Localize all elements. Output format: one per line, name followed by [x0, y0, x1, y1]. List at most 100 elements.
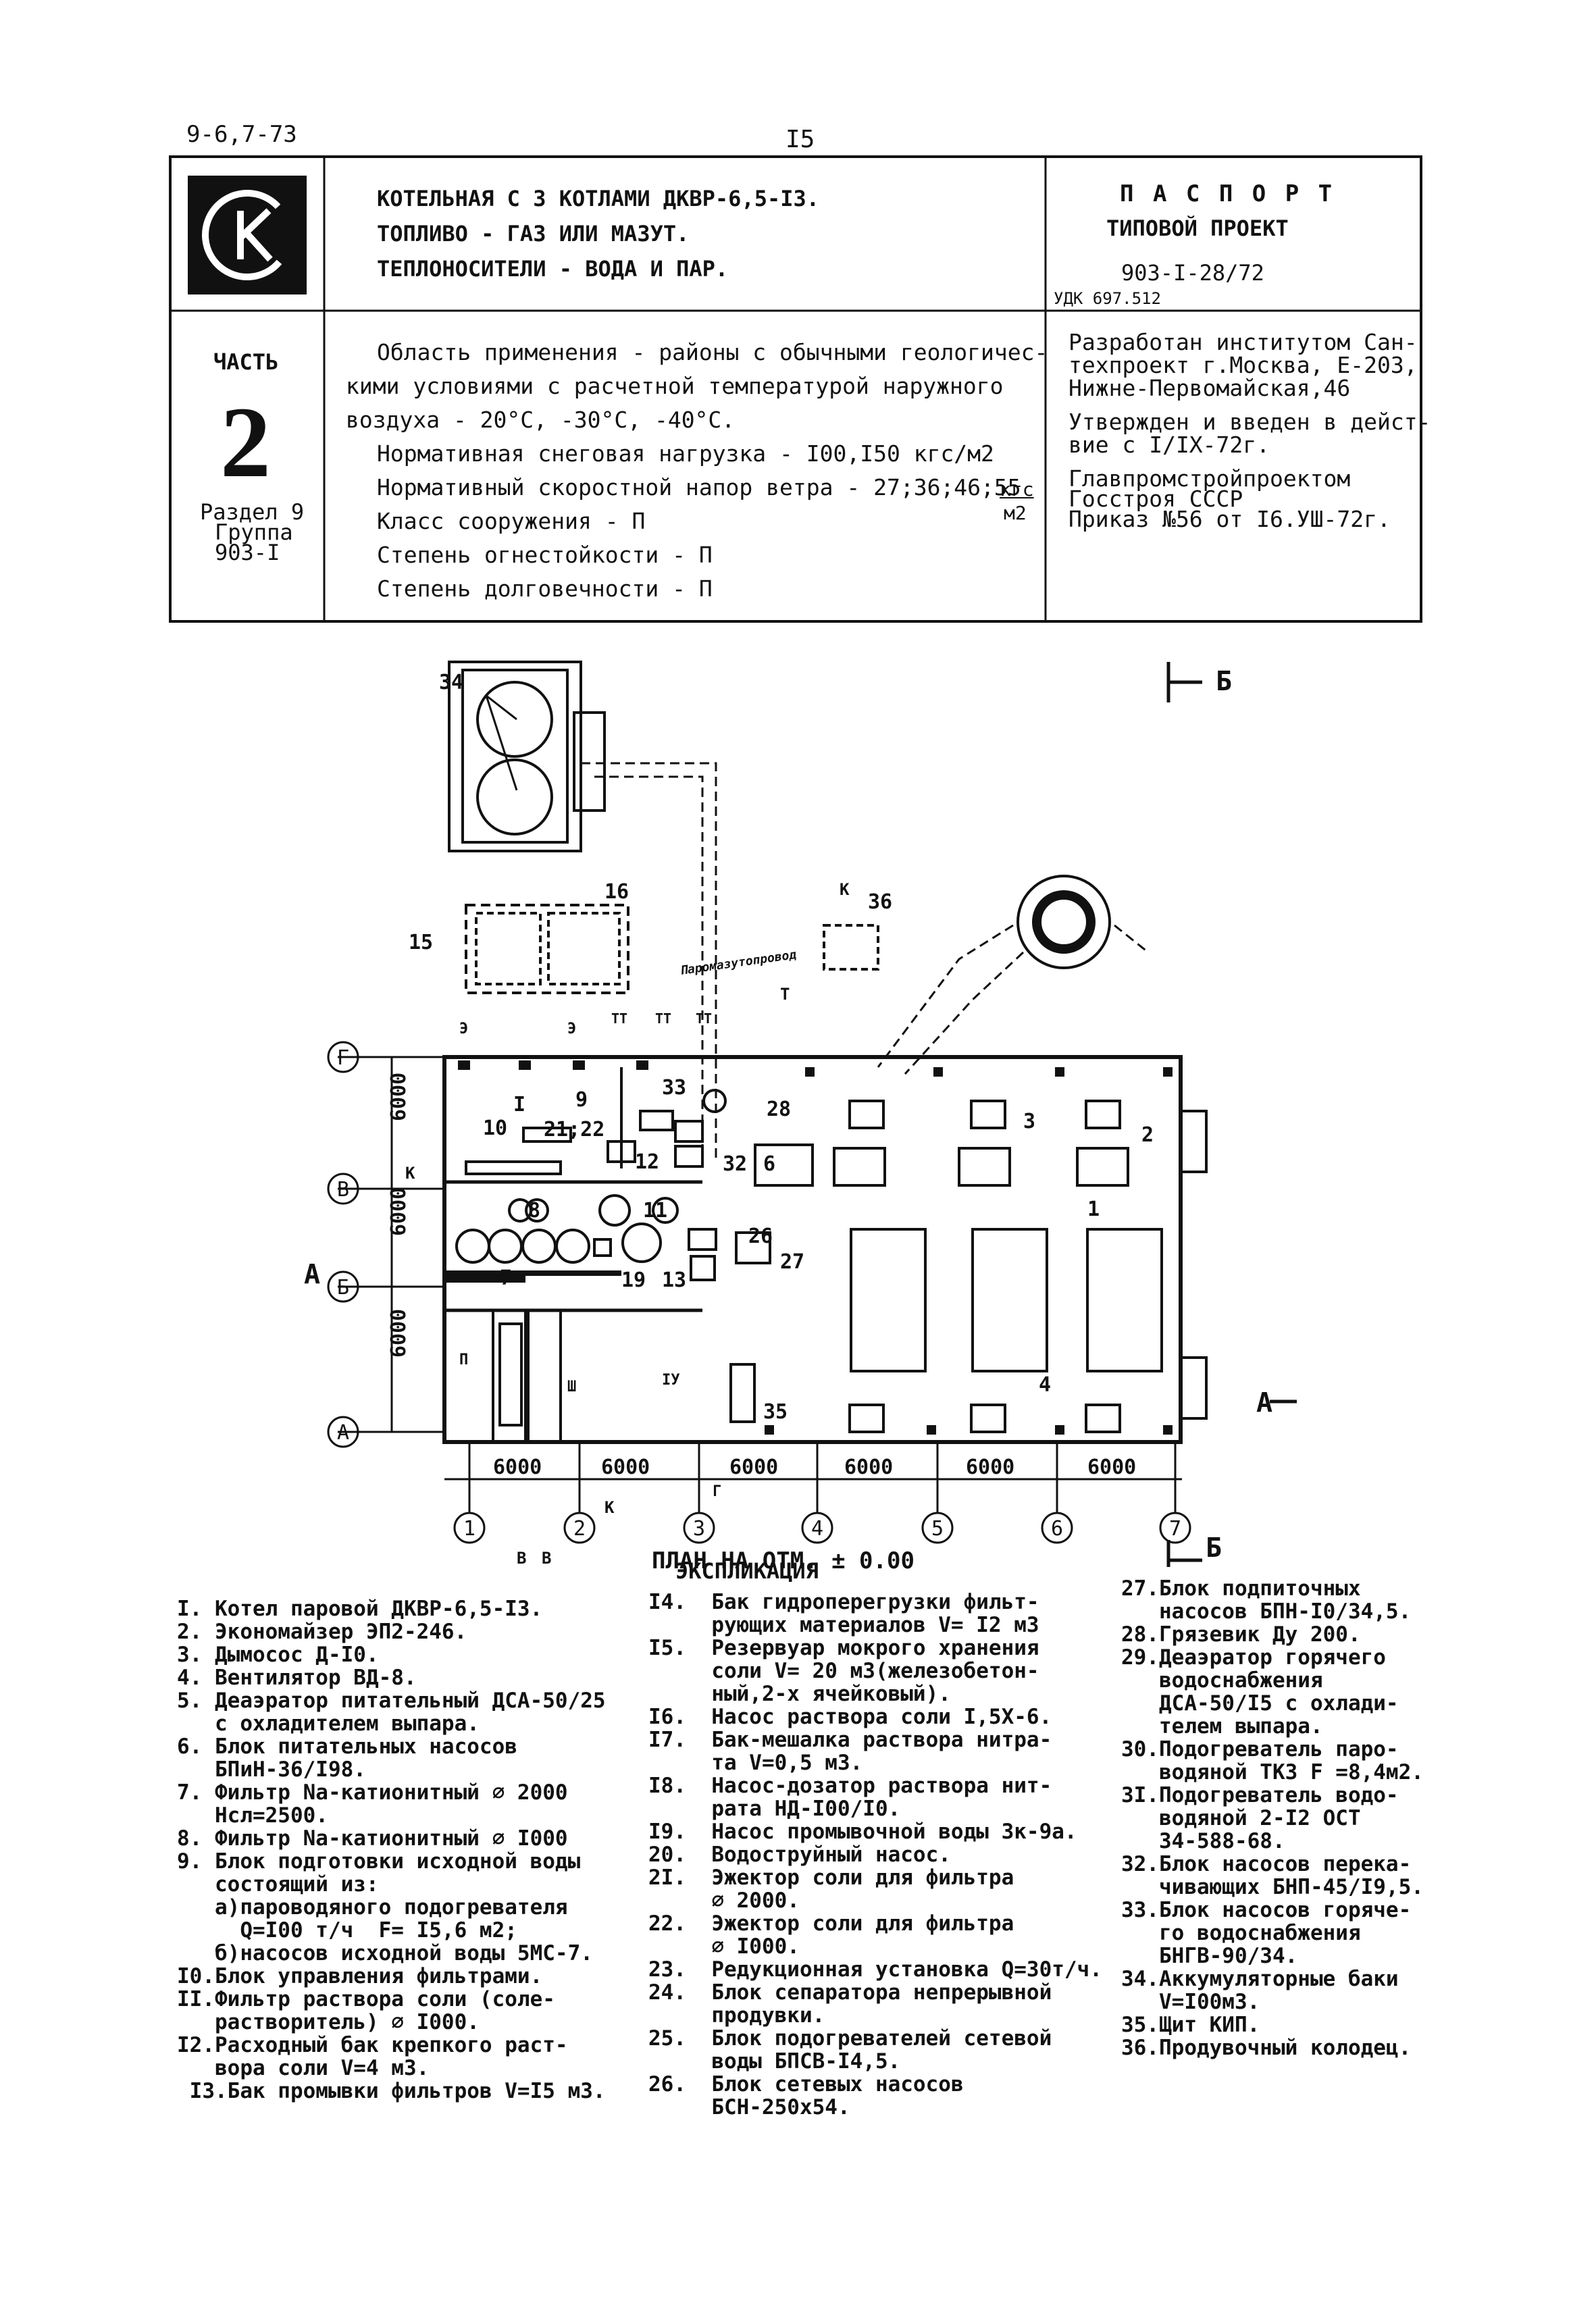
section-mark-left: А: [304, 1259, 320, 1290]
room-ii: П: [459, 1352, 468, 1368]
approved-line-2: вие с I/IX-72г.: [1069, 432, 1270, 458]
plan-title: ПЛАН НА ОТМ. ± 0.00: [652, 1547, 915, 1574]
marker-tt-2: ТТ: [655, 1010, 671, 1027]
axis-label-3: 3: [693, 1517, 705, 1541]
item-2: 2: [1141, 1123, 1154, 1147]
item-12: 12: [635, 1150, 659, 1174]
udk-code: УДК 697.512: [1054, 289, 1161, 308]
page-number: I5: [786, 126, 815, 153]
item-6: 6: [763, 1152, 775, 1176]
building-line-2: ТОПЛИВО - ГАЗ ИЛИ МАЗУТ.: [377, 221, 690, 247]
approved-line-1: Утвержден и введен в дейст-: [1069, 409, 1431, 435]
item-16: 16: [604, 880, 629, 904]
developer-line-3: Нижне-Первомайская,46: [1069, 375, 1351, 401]
snow-load: Нормативная снеговая нагрузка - I00,I50 …: [377, 440, 994, 467]
developer-line-2: техпроект г.Москва, Е-203,: [1069, 352, 1418, 378]
marker-v-2: В: [542, 1549, 551, 1568]
room-i: I: [513, 1093, 525, 1116]
wind-pressure: Нормативный скоростной напор ветра - 27;…: [377, 474, 1021, 500]
building-line-3: ТЕПЛОНОСИТЕЛИ - ВОДА И ПАР.: [377, 256, 729, 282]
room-iv: IУ: [662, 1372, 680, 1389]
item-32: 32: [723, 1152, 747, 1176]
section-line-1: Раздел 9: [200, 499, 305, 525]
dim-h-4: 6000: [844, 1456, 893, 1479]
marker-k-1: К: [405, 1164, 415, 1183]
item-35: 35: [763, 1400, 788, 1424]
item-28: 28: [767, 1098, 791, 1121]
axis-label-a: А: [337, 1421, 349, 1445]
item-3: 3: [1023, 1110, 1035, 1133]
application-line-1: Область применения - районы с обычными г…: [377, 339, 1048, 365]
application-line-3: воздуха - 20°С, -30°С, -40°С.: [346, 407, 736, 433]
marker-t: Т: [780, 985, 790, 1004]
fire-resistance: Степень огнестойкости - П: [377, 542, 713, 568]
section-mark-top: Б: [1216, 666, 1232, 697]
axis-label-b: Б: [337, 1276, 349, 1300]
series-code: 9-6,7-73: [186, 121, 297, 148]
dim-h-2: 6000: [601, 1456, 650, 1479]
explication-column-3: 27.Блок подпиточных насосов БПН-I0/34,5.…: [1121, 1576, 1424, 2060]
authority-line-1: Главпромстройпроектом: [1069, 465, 1351, 492]
section-mark-bottom: Б: [1206, 1533, 1222, 1564]
item-7: 7: [500, 1266, 512, 1290]
axis-label-2: 2: [573, 1517, 586, 1541]
item-1: 1: [1087, 1198, 1100, 1221]
institute-logo: [188, 176, 307, 294]
marker-g: Г: [713, 1483, 721, 1500]
section-line-3: 903-I: [215, 540, 280, 565]
axis-label-g: Г: [337, 1046, 349, 1070]
dim-h-1: 6000: [493, 1456, 542, 1479]
logo-emblem-icon: [202, 190, 292, 280]
axis-label-4: 4: [811, 1517, 823, 1541]
floor-plan-drawing: Г В Б А 1 2 3 4 5 6 7 6000 6000 6000 600…: [304, 661, 1297, 1574]
application-line-2: кими условиями с расчетной температурой …: [346, 373, 1004, 399]
axis-label-v: В: [337, 1178, 349, 1202]
room-iii: Ш: [567, 1379, 576, 1395]
section-mark-right: А: [1256, 1387, 1272, 1418]
project-number: 903-I-28/72: [1121, 260, 1264, 286]
axis-label-5: 5: [931, 1517, 944, 1541]
item-10: 10: [483, 1116, 507, 1140]
item-33: 33: [662, 1076, 686, 1100]
item-21-22: 21;22: [544, 1118, 604, 1141]
passport-title: П А С П О Р Т: [1120, 180, 1335, 207]
structure-class: Класс сооружения - П: [377, 508, 646, 534]
item-26: 26: [748, 1225, 773, 1248]
typical-project-label: ТИПОВОЙ ПРОЕКТ: [1106, 215, 1289, 241]
durability: Степень долговечности - П: [377, 575, 713, 602]
part-number: 2: [220, 386, 271, 498]
building-line-1: КОТЕЛЬНАЯ С 3 КОТЛАМИ ДКВР-6,5-I3.: [377, 186, 820, 211]
authority-line-3: Приказ №56 от I6.УШ-72г.: [1069, 506, 1391, 532]
axis-label-7: 7: [1169, 1517, 1181, 1541]
authority-line-2: Госстроя СССР: [1069, 486, 1243, 512]
dim-h-5: 6000: [966, 1456, 1014, 1479]
item-27: 27: [780, 1250, 804, 1274]
dim-v-1: 6000: [387, 1073, 411, 1121]
dim-h-6: 6000: [1087, 1456, 1136, 1479]
item-36: 36: [868, 890, 892, 914]
explication-column-1: I. Котел паровой ДКВР-6,5-I3. 2. Эконома…: [177, 1597, 606, 2103]
developer-line-1: Разработан институтом Сан-: [1069, 329, 1418, 355]
item-15: 15: [409, 931, 433, 954]
explication-title: ЭКСПЛИКАЦИЯ: [675, 1558, 819, 1584]
dim-v-3: 6000: [387, 1309, 411, 1358]
pipe-label: Паромазутопровод: [679, 948, 798, 978]
axis-label-6: 6: [1051, 1517, 1063, 1541]
marker-tt-1: ТТ: [611, 1010, 627, 1027]
marker-k-3: К: [604, 1498, 615, 1517]
part-label: ЧАСТЬ: [213, 349, 279, 375]
axis-label-1: 1: [463, 1517, 475, 1541]
title-block-frame: [169, 155, 1422, 623]
item-8: 8: [528, 1199, 540, 1223]
wind-unit-bottom: м2: [1004, 502, 1027, 524]
explication-column-2: I4. Бак гидроперегрузки фильт- рующих ма…: [648, 1590, 1102, 2119]
item-13: 13: [662, 1268, 686, 1292]
item-19: 19: [621, 1268, 646, 1292]
marker-e-1: Э: [459, 1021, 468, 1037]
item-34: 34: [439, 671, 463, 694]
item-4: 4: [1039, 1373, 1051, 1397]
marker-tt-3: ТТ: [696, 1010, 712, 1027]
marker-v-1: В: [517, 1549, 526, 1568]
section-line-2: Группа: [215, 519, 293, 545]
item-9: 9: [575, 1088, 588, 1112]
